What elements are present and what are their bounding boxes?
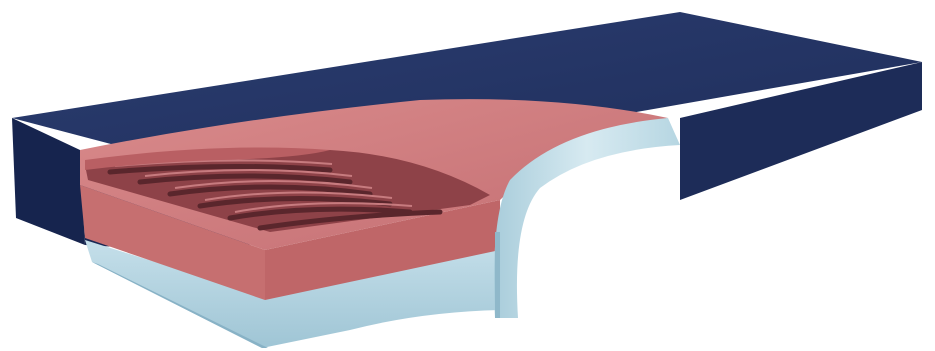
cover-left-end xyxy=(12,118,85,245)
cut-wall-edge xyxy=(495,232,500,318)
